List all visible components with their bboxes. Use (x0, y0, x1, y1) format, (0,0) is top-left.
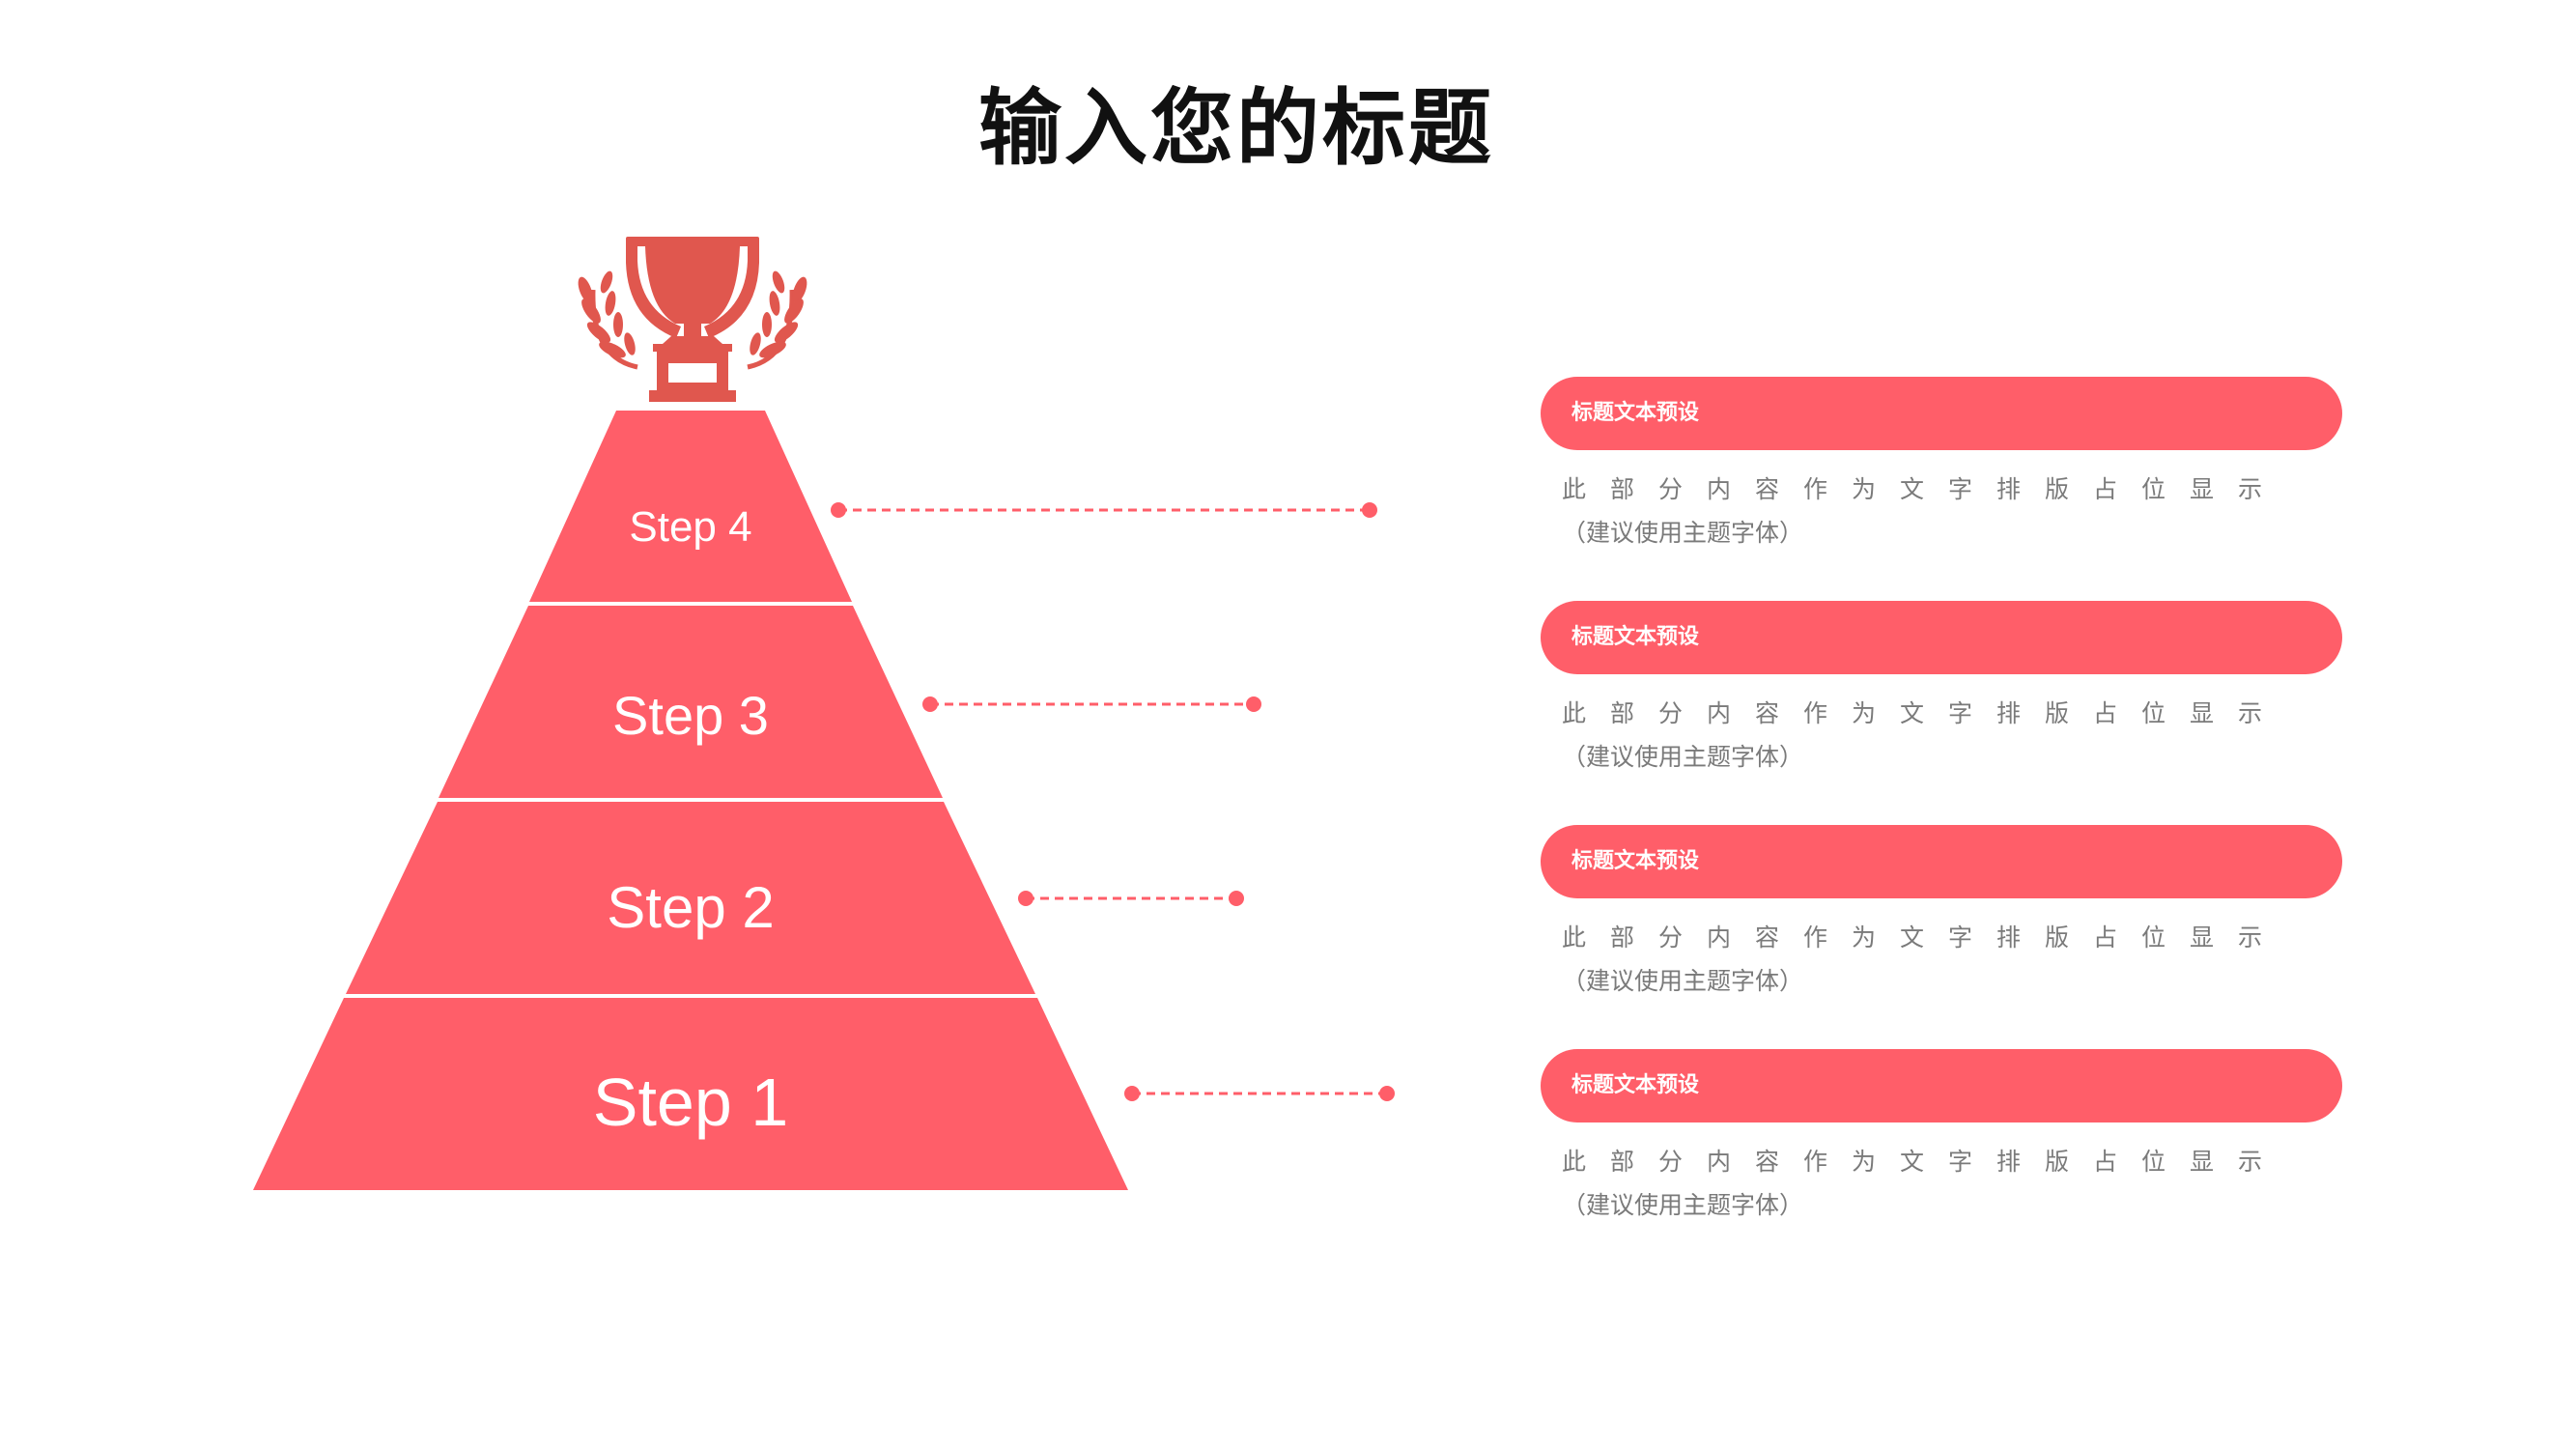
connector-step-3 (922, 696, 1261, 712)
card-description-line2: （建议使用主题字体） (1562, 1191, 1804, 1219)
pyramid-layers (253, 411, 1128, 1190)
card-description-line2: （建议使用主题字体） (1562, 519, 1804, 547)
card-description-line1: 此部分内容作为文字排版占位显示 (1562, 923, 2287, 952)
card-heading: 标题文本预设 (1541, 825, 2342, 898)
text-card-4: 标题文本预设 此部分内容作为文字排版占位显示 （建议使用主题字体） (1541, 1049, 2342, 1227)
card-description-line1: 此部分内容作为文字排版占位显示 (1562, 699, 2287, 727)
card-description: 此部分内容作为文字排版占位显示 （建议使用主题字体） (1541, 1140, 2342, 1227)
step-label-1: Step 1 (593, 1065, 788, 1140)
page-title: 输入您的标题 (978, 80, 1494, 177)
card-description: 此部分内容作为文字排版占位显示 （建议使用主题字体） (1541, 916, 2342, 1003)
pyramid-layer-step-4 (529, 411, 852, 602)
card-heading: 标题文本预设 (1541, 1049, 2342, 1122)
text-card-3: 标题文本预设 此部分内容作为文字排版占位显示 （建议使用主题字体） (1541, 825, 2342, 1003)
trophy-with-laurel-icon (578, 237, 807, 402)
connector-step-1 (1124, 1086, 1395, 1101)
card-description-line2: （建议使用主题字体） (1562, 743, 1804, 771)
text-card-2: 标题文本预设 此部分内容作为文字排版占位显示 （建议使用主题字体） (1541, 601, 2342, 779)
card-description-line2: （建议使用主题字体） (1562, 967, 1804, 995)
pyramid-layer-step-3 (439, 606, 943, 798)
pyramid-layer-step-2 (346, 802, 1035, 994)
card-description-line1: 此部分内容作为文字排版占位显示 (1562, 475, 2287, 503)
card-heading: 标题文本预设 (1541, 377, 2342, 450)
step-label-3: Step 3 (612, 685, 769, 746)
connector-step-2 (1018, 891, 1244, 906)
text-card-1: 标题文本预设 此部分内容作为文字排版占位显示 （建议使用主题字体） (1541, 377, 2342, 554)
card-description: 此部分内容作为文字排版占位显示 （建议使用主题字体） (1541, 692, 2342, 779)
pyramid-layer-step-1 (253, 998, 1128, 1190)
card-description: 此部分内容作为文字排版占位显示 （建议使用主题字体） (1541, 468, 2342, 554)
card-description-line1: 此部分内容作为文字排版占位显示 (1562, 1148, 2287, 1176)
card-heading: 标题文本预设 (1541, 601, 2342, 674)
step-label-4: Step 4 (629, 503, 751, 551)
connector-step-4 (831, 502, 1377, 518)
step-label-2: Step 2 (607, 875, 774, 940)
